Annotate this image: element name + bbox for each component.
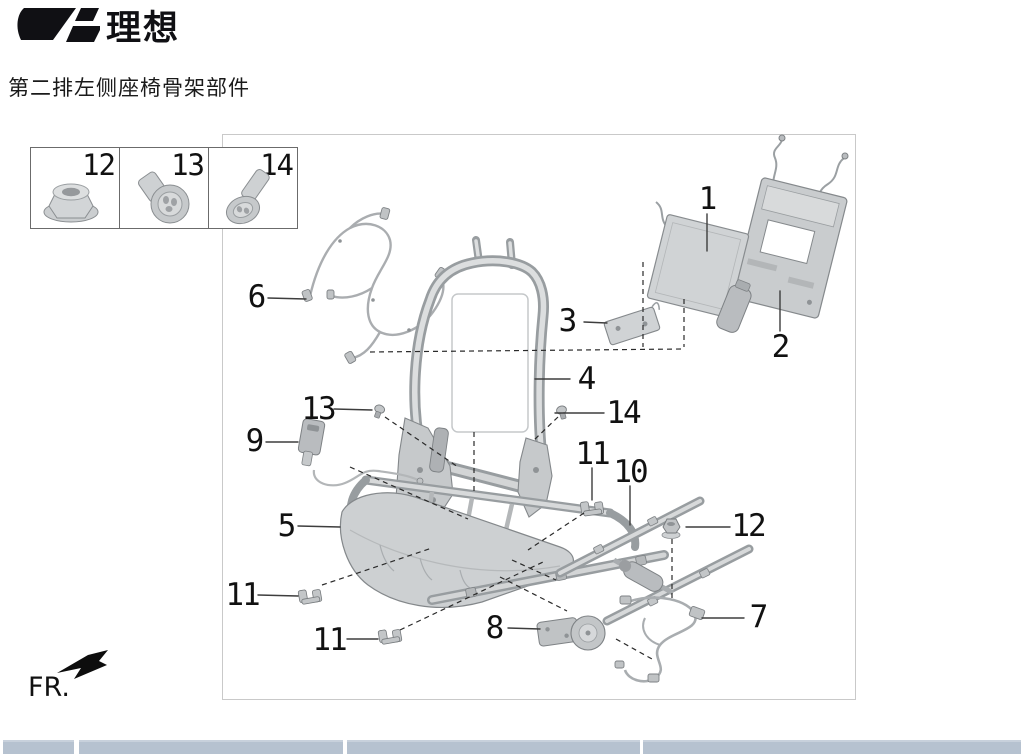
callout-part-3: 3 bbox=[558, 303, 578, 339]
callout-part-11-c: 11 bbox=[312, 622, 347, 658]
inset-cell-12: 12 bbox=[30, 147, 120, 229]
pan-head-screw-icon bbox=[226, 169, 270, 225]
callout-part-13: 13 bbox=[301, 391, 336, 427]
cushion-harness-part-7 bbox=[614, 595, 706, 683]
page-title: 第二排左侧座椅骨架部件 bbox=[8, 76, 250, 100]
torx-screw-icon bbox=[137, 171, 190, 224]
screw-part-14-loose bbox=[556, 405, 567, 420]
li-auto-logo bbox=[17, 8, 100, 42]
nut-part-12-loose bbox=[661, 518, 681, 539]
callout-part-2: 2 bbox=[771, 329, 791, 365]
callout-part-8: 8 bbox=[485, 610, 505, 646]
backrest-panel-part-2 bbox=[732, 134, 849, 319]
callout-part-11-a: 11 bbox=[575, 436, 610, 472]
callout-part-7: 7 bbox=[749, 599, 769, 635]
callout-part-10: 10 bbox=[613, 454, 648, 490]
callout-part-12: 12 bbox=[731, 508, 766, 544]
callout-part-6: 6 bbox=[247, 279, 267, 315]
callout-part-4: 4 bbox=[577, 361, 597, 397]
callout-leader-lines bbox=[257, 213, 781, 640]
callout-part-1: 1 bbox=[698, 181, 718, 217]
recliner-motor-part-8 bbox=[536, 615, 606, 651]
wiring-harness-part-6 bbox=[301, 207, 447, 364]
seat-belt-buckle-part-9 bbox=[297, 418, 424, 487]
assembly-dashed-lines bbox=[321, 262, 685, 660]
fastener-inset-box: 12 13 14 bbox=[30, 147, 298, 229]
rail-assembly-part-10 bbox=[555, 496, 754, 626]
parts-table-header-cell-4 bbox=[643, 740, 1021, 754]
clamp-part-11-c bbox=[377, 629, 403, 645]
parts-table-header-cell-3 bbox=[347, 740, 640, 754]
clamp-part-11-a bbox=[579, 501, 605, 517]
front-direction-arrow-icon bbox=[57, 650, 108, 679]
callout-part-5: 5 bbox=[277, 508, 297, 544]
screw-part-13-loose bbox=[374, 404, 386, 419]
flange-nut-icon bbox=[43, 183, 99, 223]
inset-label-13: 13 bbox=[171, 148, 205, 182]
inset-cell-13: 13 bbox=[119, 147, 209, 229]
callout-part-11-b: 11 bbox=[225, 577, 260, 613]
parts-table-header bbox=[0, 740, 1024, 754]
diagram-border bbox=[222, 134, 856, 700]
parts-table-header-cell-1 bbox=[3, 740, 74, 754]
brand-wordmark: 理想 bbox=[106, 9, 181, 49]
callout-part-9: 9 bbox=[245, 423, 265, 459]
inset-cell-14: 14 bbox=[208, 147, 298, 229]
bracket-part-3 bbox=[603, 302, 661, 346]
callout-part-14: 14 bbox=[606, 395, 641, 431]
front-direction-label: FR. bbox=[28, 672, 70, 703]
lumbar-support-part-1 bbox=[646, 201, 752, 333]
parts-table-header-cell-2 bbox=[79, 740, 343, 754]
clamp-part-11-b bbox=[297, 589, 323, 605]
inset-label-12: 12 bbox=[82, 148, 116, 182]
